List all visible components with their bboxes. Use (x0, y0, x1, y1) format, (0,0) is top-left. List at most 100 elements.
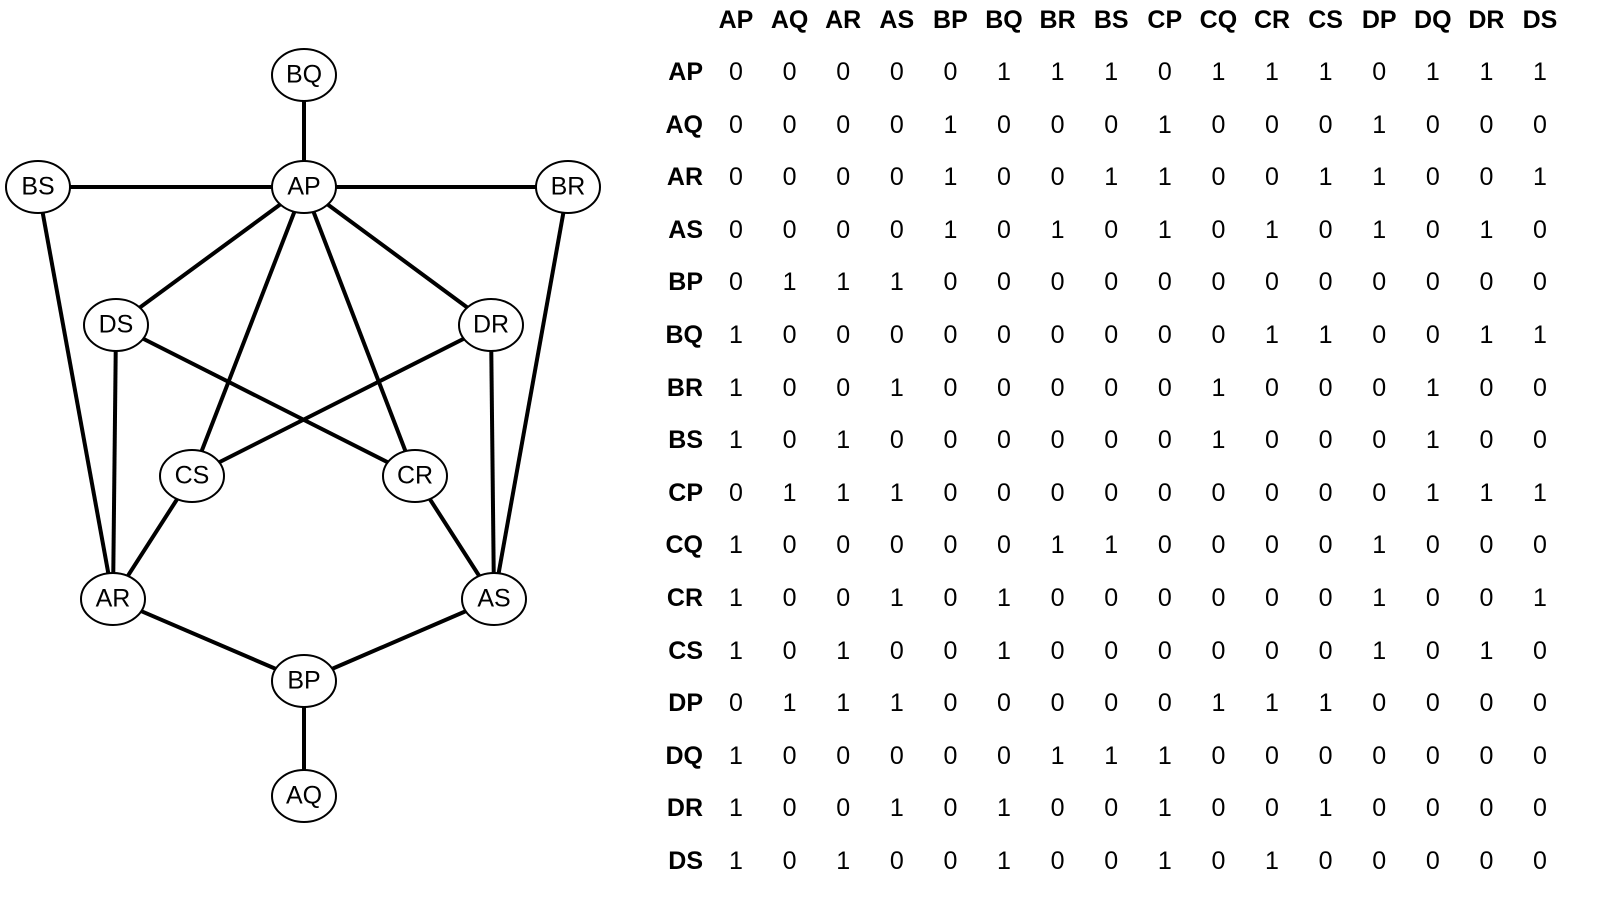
node-shape (458, 298, 524, 352)
matrix-cell: 0 (1211, 531, 1226, 560)
matrix-cell: 0 (997, 531, 1011, 560)
matrix-cell: 1 (1104, 741, 1119, 770)
matrix-cell: 0 (1533, 741, 1547, 770)
column-header-ds: DS (1522, 6, 1558, 34)
matrix-cell: 0 (1211, 110, 1226, 139)
matrix-cell: 0 (943, 741, 958, 770)
matrix-cell: 0 (889, 58, 904, 86)
matrix-cell: 0 (943, 478, 958, 507)
matrix-cell: 0 (782, 741, 797, 770)
matrix-cell: 1 (943, 215, 958, 244)
matrix-cell: 1 (729, 584, 743, 612)
matrix-cell: 0 (1318, 847, 1333, 875)
node-as: AS (461, 572, 527, 626)
node-label: CR (397, 462, 433, 490)
matrix-cell: 1 (1050, 531, 1065, 560)
matrix-cell: 0 (889, 426, 904, 455)
matrix-cell: 0 (1425, 215, 1440, 244)
matrix-cell: 0 (1157, 636, 1172, 665)
node-label: BP (287, 667, 320, 695)
matrix-cell: 0 (1211, 321, 1226, 349)
matrix-cell: 0 (1425, 163, 1440, 192)
node-shape (271, 769, 337, 823)
matrix-cell: 1 (836, 268, 851, 297)
node-label: AQ (286, 782, 322, 810)
matrix-cell: 0 (1265, 584, 1279, 612)
matrix-cell: 0 (782, 531, 797, 560)
matrix-cell: 0 (943, 531, 958, 560)
matrix-cell: 0 (1479, 373, 1494, 402)
matrix-cell: 0 (836, 794, 851, 823)
matrix-cell: 0 (997, 110, 1011, 139)
matrix-cell: 1 (1265, 689, 1279, 718)
matrix-cell: 0 (1425, 531, 1440, 560)
matrix-cell: 0 (1318, 531, 1333, 560)
node-shape (535, 160, 601, 214)
column-header-cq: CQ (1199, 6, 1238, 34)
matrix-cell: 1 (997, 584, 1011, 612)
matrix-cell: 0 (1265, 478, 1279, 507)
matrix-cell: 0 (1050, 268, 1065, 297)
edge-ar-bp (112, 597, 305, 683)
matrix-cell: 0 (836, 110, 851, 139)
matrix-cell: 0 (1372, 373, 1387, 402)
matrix-cell: 0 (836, 531, 851, 560)
matrix-cell: 0 (1318, 110, 1333, 139)
matrix-cell: 0 (1533, 373, 1547, 402)
node-shape (80, 572, 146, 626)
matrix-cell: 0 (1372, 268, 1387, 297)
matrix-cell: 0 (1211, 163, 1226, 192)
matrix-cell: 1 (1372, 163, 1387, 192)
matrix-cell: 0 (1104, 478, 1119, 507)
matrix-cell: 0 (1425, 321, 1440, 349)
matrix-cell: 0 (1050, 794, 1065, 823)
matrix-cell: 0 (1050, 373, 1065, 402)
matrix-cell: 0 (1533, 636, 1547, 665)
node-cr: CR (382, 449, 448, 503)
matrix-cell: 0 (1157, 584, 1172, 612)
row-header-dq: DQ (665, 741, 704, 770)
matrix-cell: 0 (1372, 478, 1387, 507)
matrix-cell: 0 (1157, 531, 1172, 560)
edge-as-bp (303, 597, 495, 683)
matrix-cell: 0 (889, 741, 904, 770)
matrix-cell: 0 (1104, 584, 1119, 612)
matrix-cell: 0 (729, 163, 743, 192)
matrix-cell: 0 (997, 321, 1011, 349)
matrix-cell: 0 (1479, 584, 1494, 612)
matrix-cell: 1 (1050, 58, 1065, 86)
node-label: BR (551, 173, 586, 201)
node-shape (271, 654, 337, 708)
matrix-cell: 0 (1533, 689, 1547, 718)
node-label: BQ (286, 61, 322, 89)
row-header-bp: BP (668, 268, 703, 297)
matrix-cell: 0 (1533, 426, 1547, 455)
matrix-cell: 0 (729, 110, 743, 139)
matrix-cell: 0 (1533, 847, 1547, 875)
matrix-cell: 0 (1265, 110, 1279, 139)
matrix-cell: 0 (889, 531, 904, 560)
matrix-cell: 1 (1157, 847, 1172, 875)
matrix-cell: 0 (997, 689, 1011, 718)
matrix-cell: 0 (782, 584, 797, 612)
matrix-cell: 0 (1425, 268, 1440, 297)
matrix-cell: 1 (1211, 373, 1226, 402)
matrix-cell: 1 (836, 689, 851, 718)
column-header-bp: BP (933, 6, 968, 34)
node-shape (271, 160, 337, 214)
matrix-cell: 0 (1157, 689, 1172, 718)
matrix-cell: 1 (889, 689, 904, 718)
edge-bs-ar (36, 186, 115, 600)
matrix-cell: 1 (1211, 689, 1226, 718)
row-header-bq: BQ (665, 321, 704, 349)
matrix-cell: 0 (1425, 741, 1440, 770)
matrix-cell: 1 (729, 531, 743, 560)
matrix-cell: 0 (997, 163, 1011, 192)
matrix-cell: 0 (782, 636, 797, 665)
matrix-cell: 0 (1318, 584, 1333, 612)
matrix-cell: 1 (729, 636, 743, 665)
matrix-cell: 0 (729, 215, 743, 244)
matrix-cell: 1 (836, 847, 851, 875)
matrix-cell: 0 (1211, 794, 1226, 823)
